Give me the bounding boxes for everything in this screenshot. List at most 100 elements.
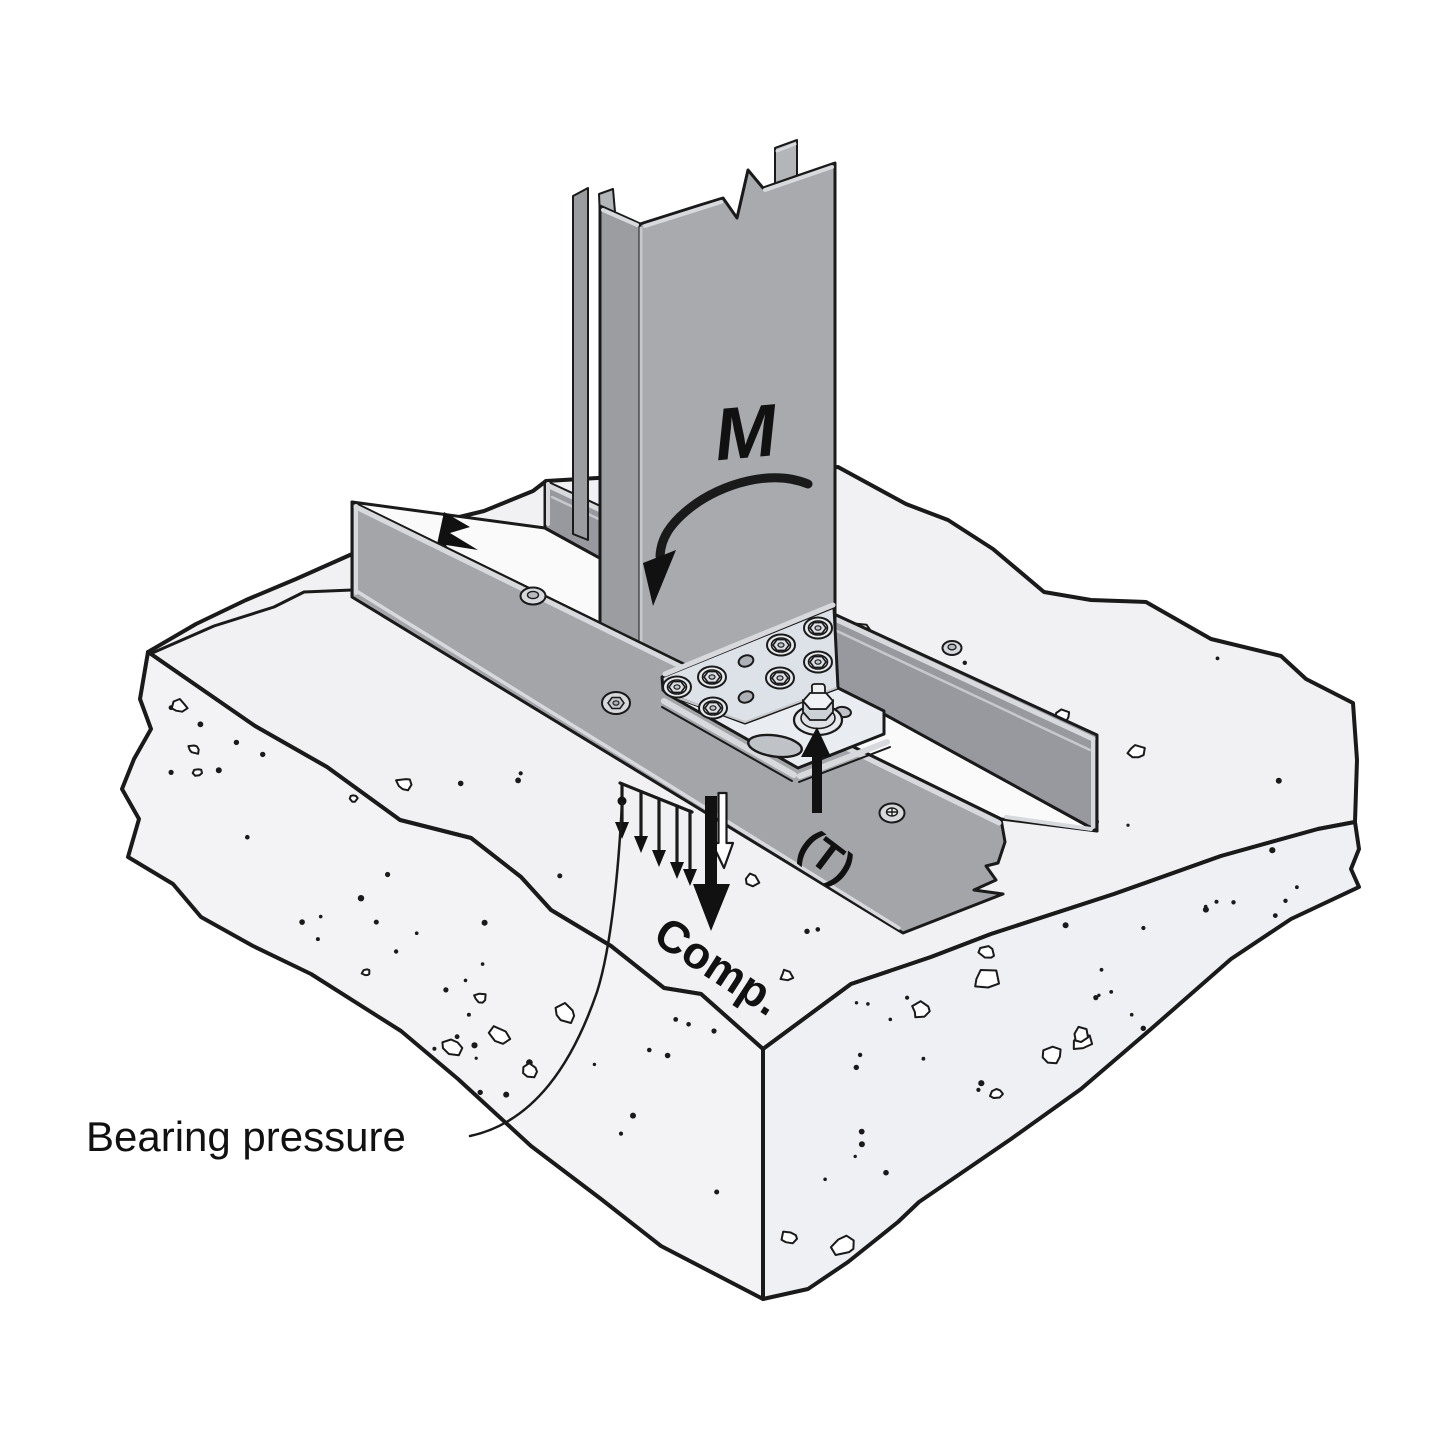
concrete-pebble <box>187 744 200 755</box>
concrete-aggregate-dot <box>592 1062 597 1067</box>
concrete-pebble <box>395 778 413 792</box>
concrete-aggregate-dot <box>962 660 967 665</box>
concrete-pebble <box>360 968 371 977</box>
anchor-bolt <box>792 683 844 737</box>
leader-line <box>468 801 624 1138</box>
edge-highlight <box>662 602 836 677</box>
concrete-aggregate-dot <box>1283 898 1288 903</box>
anchor-slot-hole <box>747 733 803 759</box>
concrete-aggregate-dot <box>518 771 523 776</box>
edge-highlight <box>353 504 1002 826</box>
concrete-right-face <box>761 820 1361 1301</box>
concrete-aggregate-dot <box>976 1087 981 1092</box>
concrete-aggregate-dot <box>630 1112 636 1119</box>
concrete-aggregate-dot <box>664 1052 671 1059</box>
concrete-aggregate-dot <box>481 919 488 926</box>
concrete-aggregate-dot <box>318 914 323 919</box>
concrete-aggregate-dot <box>443 987 449 993</box>
concrete-pebble <box>780 1230 798 1245</box>
concrete-aggregate-dot <box>858 1141 865 1148</box>
concrete-aggregate-dot <box>883 1169 889 1176</box>
concrete-pebble <box>1041 1045 1062 1065</box>
concrete-aggregate-dot <box>1295 885 1299 890</box>
concrete-aggregate-dot <box>233 739 240 746</box>
concrete-aggregate-dot <box>503 1091 510 1098</box>
concrete-pebble <box>974 969 1000 989</box>
concrete-aggregate-dot <box>454 1034 460 1040</box>
concrete-aggregate-dot <box>357 895 365 902</box>
framing-screw <box>878 802 906 824</box>
concrete-aggregate-dot <box>1126 823 1130 827</box>
clip-angle-connector <box>660 602 891 783</box>
concrete-aggregate-dot <box>1272 913 1278 918</box>
concrete-aggregate-dot <box>477 1089 483 1096</box>
clip-pilot-hole <box>737 654 755 668</box>
concrete-aggregate-dot <box>215 767 222 774</box>
concrete-aggregate-dot <box>168 769 174 776</box>
reaction-arrow <box>710 791 735 870</box>
concrete-aggregate-dot <box>197 721 204 728</box>
edge-highlight <box>601 208 639 227</box>
concrete-pebble <box>170 698 189 713</box>
steel-stud <box>572 139 837 752</box>
concrete-aggregate-dot <box>673 1017 679 1022</box>
edge-highlight <box>763 165 834 192</box>
concrete-aggregate-dot <box>815 927 821 932</box>
framing-screw <box>941 640 963 656</box>
concrete-speckles-right <box>780 847 1299 1256</box>
concrete-aggregate-dot <box>1109 990 1114 994</box>
concrete-aggregate-dot <box>1093 995 1099 1001</box>
concrete-pebble <box>977 945 995 959</box>
concrete-aggregate-dot <box>853 1064 859 1071</box>
concrete-aggregate-dot <box>618 1131 624 1136</box>
concrete-aggregate-dot <box>414 931 419 935</box>
concrete-pebble <box>473 992 487 1004</box>
concrete-aggregate-dot <box>905 995 910 1000</box>
hex-bolt <box>662 675 692 699</box>
concrete-aggregate-dot <box>1231 900 1236 905</box>
concrete-aggregate-dot <box>1215 656 1220 661</box>
bearing-pressure-label: Bearing pressure <box>86 1113 406 1160</box>
hex-bolt <box>698 696 728 720</box>
stud-back-lip <box>572 187 589 541</box>
concrete-pebble <box>911 1000 931 1019</box>
concrete-aggregate-dot <box>858 1128 865 1135</box>
concrete-aggregate-dot <box>515 777 521 784</box>
concrete-pebble <box>348 794 359 803</box>
concrete-pebble <box>1073 1025 1089 1043</box>
concrete-aggregate-dot <box>480 962 485 966</box>
moment-label: M <box>712 387 782 477</box>
concrete-pebble <box>779 968 795 982</box>
concrete-pebble <box>989 1088 1004 1099</box>
concrete-left-face <box>120 650 765 1301</box>
edge-highlight <box>356 590 901 930</box>
hex-bolt <box>803 616 833 640</box>
concrete-aggregate-dot <box>1062 922 1069 929</box>
concrete-aggregate-dot <box>1275 777 1282 784</box>
concrete-aggregate-dot <box>1202 906 1209 913</box>
concrete-aggregate-dot <box>471 1042 478 1049</box>
tension-arrow <box>801 727 831 813</box>
concrete-aggregate-dot <box>385 871 391 878</box>
concrete-aggregate-dot <box>647 1047 652 1053</box>
concrete-aggregate-dot <box>260 751 266 758</box>
concrete-pebble <box>441 1038 464 1057</box>
clip-pilot-hole <box>737 690 755 704</box>
leader-dot <box>617 796 627 806</box>
edge-highlight <box>643 200 723 228</box>
concrete-speckles-left <box>168 698 720 1195</box>
hex-head-screw <box>601 691 631 715</box>
concrete-pebble <box>829 1234 855 1256</box>
concrete-aggregate-dot <box>245 834 250 840</box>
edge-highlight <box>775 142 797 153</box>
concrete-aggregate-dot <box>714 1189 720 1195</box>
concrete-aggregate-dot <box>978 1080 985 1087</box>
concrete-aggregate-dot <box>823 1177 827 1182</box>
concrete-aggregate-dot <box>857 1052 863 1058</box>
concrete-aggregate-dot <box>888 1017 893 1022</box>
concrete-aggregate-dot <box>804 928 810 934</box>
break-mark <box>436 512 478 574</box>
concrete-aggregate-dot <box>315 937 320 942</box>
concrete-aggregate-dot <box>1141 925 1146 931</box>
